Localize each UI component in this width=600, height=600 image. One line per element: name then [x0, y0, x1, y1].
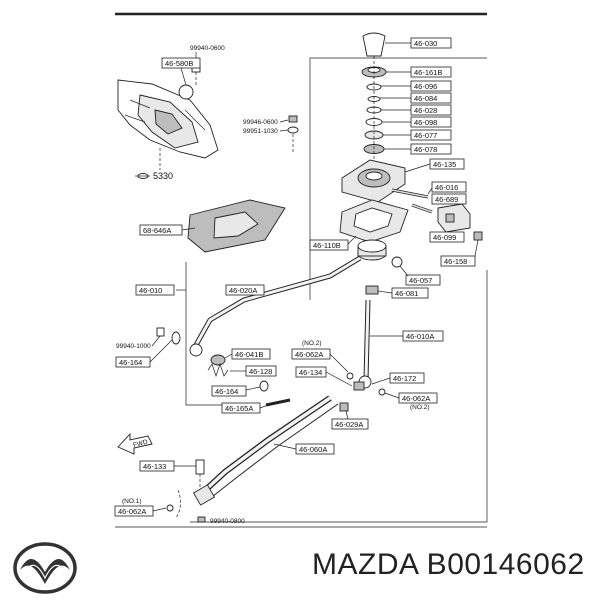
- part-46-062A-mid: (NO.2) 46-062A: [291, 340, 354, 380]
- part-46-110B-plate: 46-110B: [309, 199, 409, 251]
- part-46-128-spring: 46-128: [207, 362, 277, 378]
- svg-text:46-077: 46-077: [414, 131, 437, 140]
- label-46-010: 46-010: [135, 284, 175, 296]
- part-46-078: 46-078: [363, 143, 452, 155]
- svg-text:99946-0600: 99946-0600: [243, 119, 278, 126]
- svg-text:(NO.2): (NO.2): [302, 340, 322, 347]
- svg-text:(NO.2): (NO.2): [410, 404, 430, 411]
- part-46-099-block: 46-099: [429, 203, 471, 243]
- part-46-689-pin: 46-689: [411, 193, 467, 214]
- rod-46-060A: 46-060A: [192, 395, 339, 506]
- part-46-164-left: 46-164: [115, 331, 181, 368]
- svg-text:46-081: 46-081: [395, 289, 418, 298]
- svg-text:46-029A: 46-029A: [335, 420, 363, 429]
- label-46-580B: 46-580B: [161, 57, 201, 86]
- bolt-99940-1000: 99940-1000: [116, 327, 165, 350]
- part-46-062A-right: 46-062A (NO.2): [378, 388, 438, 411]
- part-46-062A-bottom: (NO.1) 46-062A: [114, 489, 181, 519]
- svg-text:FWD: FWD: [132, 438, 148, 449]
- svg-text:46-164: 46-164: [119, 358, 142, 367]
- part-46-158-nut: 46-158: [440, 231, 483, 267]
- svg-text:46-028: 46-028: [414, 106, 437, 115]
- rod-frame: [185, 262, 222, 406]
- svg-text:46-135: 46-135: [433, 160, 456, 169]
- brand-part-number: MAZDA B00146062: [312, 548, 585, 581]
- lever-46-010A: 46-010A: [358, 299, 444, 389]
- svg-text:46-128: 46-128: [249, 367, 272, 376]
- svg-text:99940-1000: 99940-1000: [116, 343, 151, 350]
- part-46-084: 46-084: [367, 92, 452, 104]
- lever-pivot: [357, 239, 387, 261]
- svg-text:46-133: 46-133: [143, 462, 166, 471]
- svg-text:46-110B: 46-110B: [313, 241, 341, 250]
- part-46-134: 46-134: [295, 366, 365, 391]
- mazda-logo: [13, 542, 77, 594]
- lower-assembly-frame: [190, 270, 488, 523]
- part-46-057: 46-057: [391, 256, 441, 286]
- part-46-081: 46-081: [365, 285, 429, 299]
- svg-text:46-172: 46-172: [393, 374, 416, 383]
- part-46-030-knob: 46-030: [362, 32, 452, 57]
- svg-text:46-134: 46-134: [299, 368, 322, 377]
- part-68-646A-boot: 68-646A: [139, 199, 286, 253]
- svg-text:46-041B: 46-041B: [235, 350, 263, 359]
- svg-text:46-078: 46-078: [414, 145, 437, 154]
- svg-text:46-030: 46-030: [414, 39, 437, 48]
- svg-text:46-161B: 46-161B: [414, 68, 442, 77]
- svg-text:46-010: 46-010: [139, 286, 162, 295]
- svg-text:46-158: 46-158: [444, 257, 467, 266]
- svg-text:46-164: 46-164: [215, 387, 238, 396]
- fwd-arrow: FWD: [117, 432, 153, 455]
- svg-text:46-099: 46-099: [433, 233, 456, 242]
- part-46-165A: 46-165A: [221, 398, 291, 414]
- svg-text:46-062A: 46-062A: [402, 394, 430, 403]
- svg-text:99951-1030: 99951-1030: [243, 128, 278, 135]
- part-46-016-pin: 46-016: [391, 181, 467, 199]
- part-46-041B: 46-041B: [210, 348, 271, 366]
- part-46-096: 46-096: [366, 80, 452, 92]
- svg-text:99940-0800: 99940-0800: [210, 518, 245, 525]
- svg-text:46-096: 46-096: [414, 82, 437, 91]
- part-46-133: 46-133: [139, 459, 205, 488]
- rod-46-020A: 46-020A: [189, 255, 362, 357]
- svg-text:46-689: 46-689: [435, 195, 458, 204]
- svg-text:5330: 5330: [153, 171, 173, 181]
- svg-text:46-062A: 46-062A: [118, 507, 146, 516]
- svg-text:68-646A: 68-646A: [143, 226, 171, 235]
- floor-panel-illustration: [117, 79, 219, 170]
- upper-assembly-frame: [309, 57, 487, 300]
- svg-text:46-098: 46-098: [414, 118, 437, 127]
- svg-text:46-084: 46-084: [414, 94, 437, 103]
- part-46-172: 46-172: [371, 372, 425, 385]
- svg-text:46-016: 46-016: [435, 183, 458, 192]
- svg-text:46-580B: 46-580B: [165, 59, 193, 68]
- svg-text:46-010A: 46-010A: [406, 332, 434, 341]
- svg-text:46-165A: 46-165A: [225, 404, 253, 413]
- part-46-135-housing: 46-135: [341, 158, 465, 203]
- part-46-098: 46-098: [365, 116, 452, 128]
- part-46-161B: 46-161B: [361, 66, 452, 78]
- bolt-99940-0800: 99940-0800: [197, 516, 245, 525]
- washer-set: 99946-0600 99951-1030: [243, 115, 299, 152]
- ref-5330: 5330: [135, 171, 173, 181]
- part-46-164-mid: 46-164: [211, 380, 269, 397]
- svg-text:(NO.1): (NO.1): [122, 498, 142, 505]
- part-46-077: 46-077: [364, 129, 452, 141]
- svg-text:46-062A: 46-062A: [295, 350, 323, 359]
- part-46-028: 46-028: [366, 104, 452, 116]
- part-46-029A: 46-029A: [331, 402, 369, 430]
- svg-text:99940-0600: 99940-0600: [190, 45, 225, 52]
- svg-text:46-057: 46-057: [409, 276, 432, 285]
- svg-text:46-020A: 46-020A: [229, 286, 257, 295]
- svg-text:46-060A: 46-060A: [299, 445, 327, 454]
